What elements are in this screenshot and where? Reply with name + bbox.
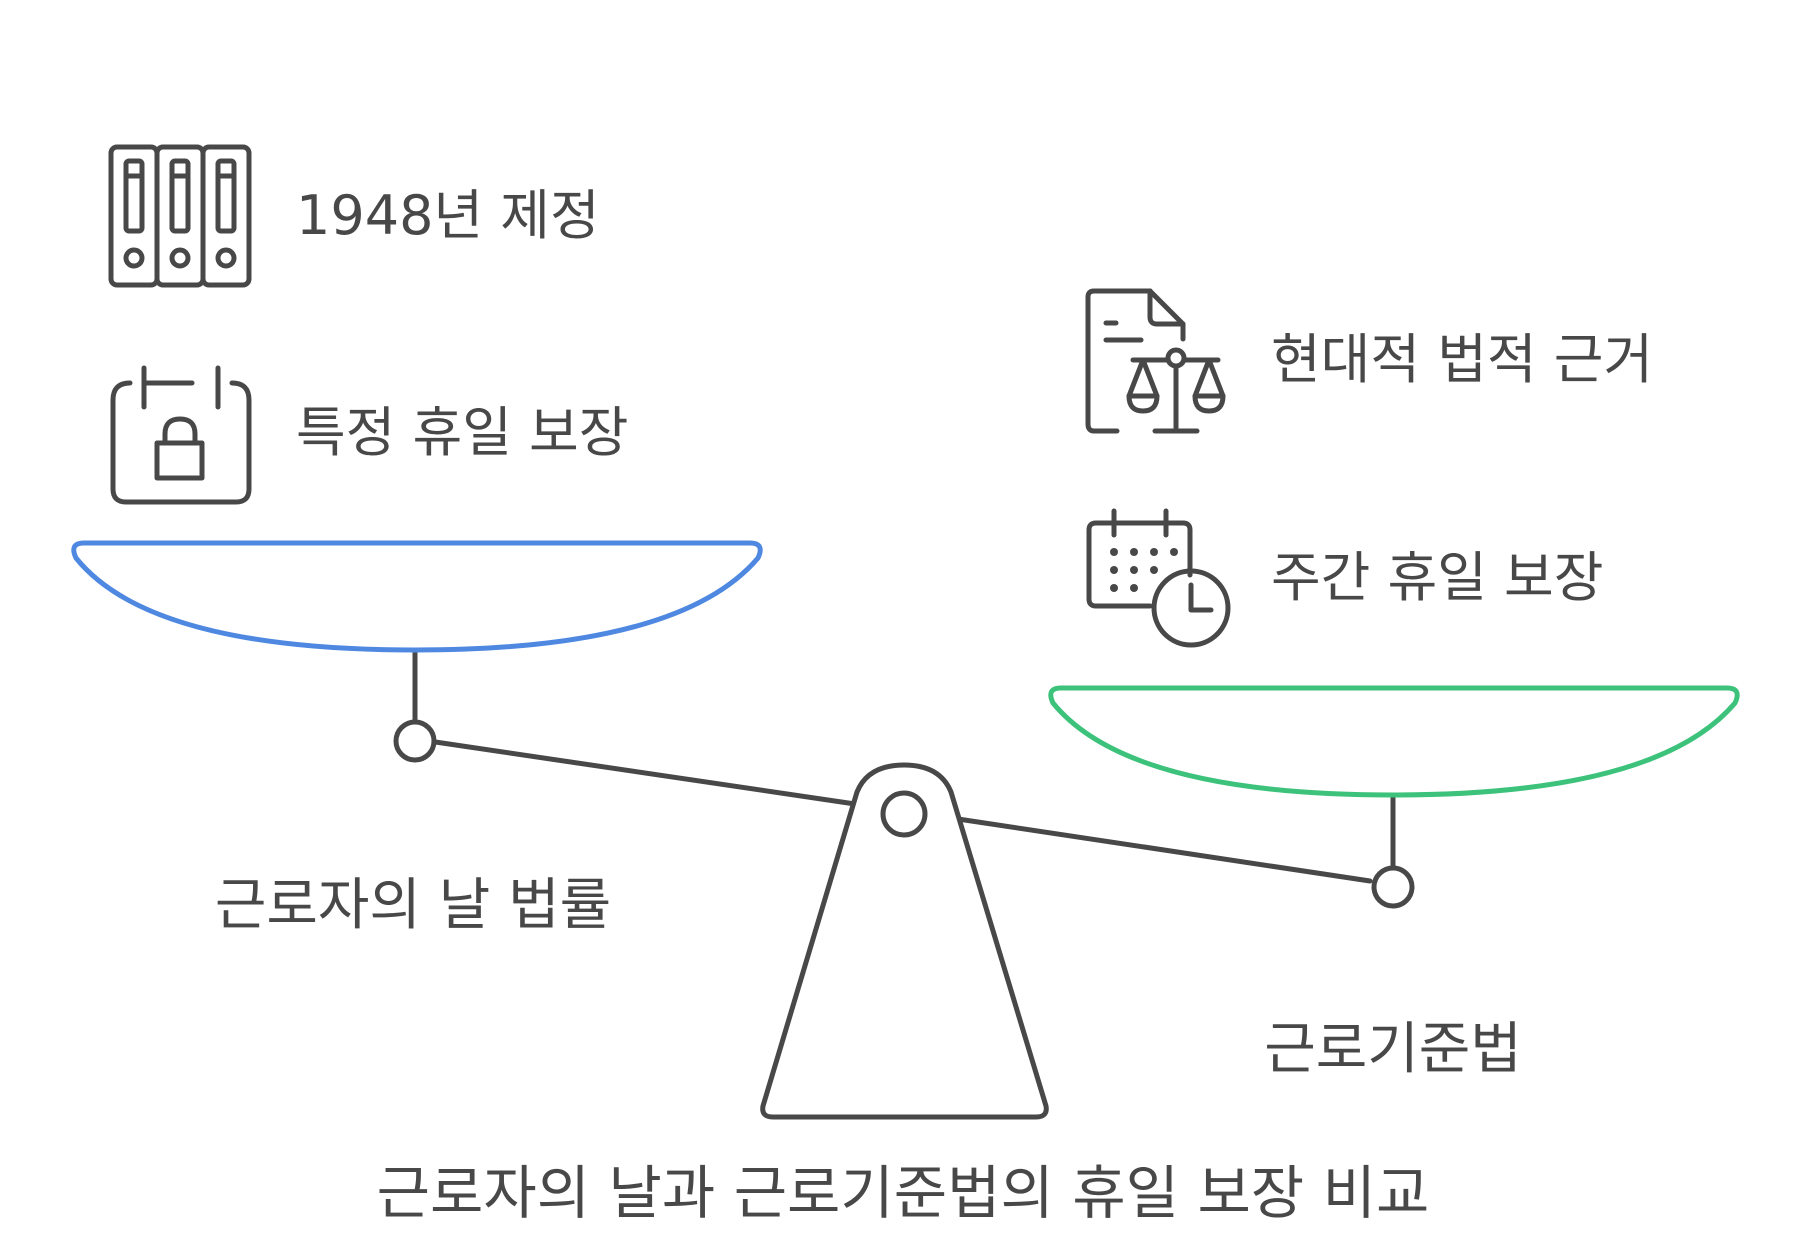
scale-fulcrum: [760, 762, 1049, 1120]
left-side-label: 근로자의 날 법률: [215, 873, 611, 938]
diagram-caption: 근로자의 날과 근로기준법의 휴일 보장 비교: [377, 1159, 1430, 1227]
right-pan: [1048, 685, 1740, 798]
legal-document-scale-icon: [1085, 288, 1226, 434]
binders-icon: [108, 144, 252, 288]
feature-label-weekly-holiday: 주간 휴일 보장: [1271, 546, 1603, 609]
scale-beam-right: [955, 816, 1373, 884]
scale-beam-left: [412, 736, 858, 807]
calendar-clock-icon: [1086, 508, 1231, 648]
feature-label-specific-holiday: 특정 휴일 보장: [296, 401, 628, 464]
right-side-label: 근로기준법: [1264, 1017, 1522, 1082]
feature-label-enacted-1948: 1948년 제정: [296, 184, 600, 247]
right-beam-joint: [1371, 865, 1415, 909]
feature-label-modern-legal-basis: 현대적 법적 근거: [1271, 328, 1653, 391]
calendar-dots: [1110, 548, 1178, 592]
left-beam-joint: [393, 719, 437, 763]
left-pan: [71, 540, 763, 653]
scale-pivot: [880, 790, 928, 838]
locked-calendar-icon: [110, 365, 252, 505]
